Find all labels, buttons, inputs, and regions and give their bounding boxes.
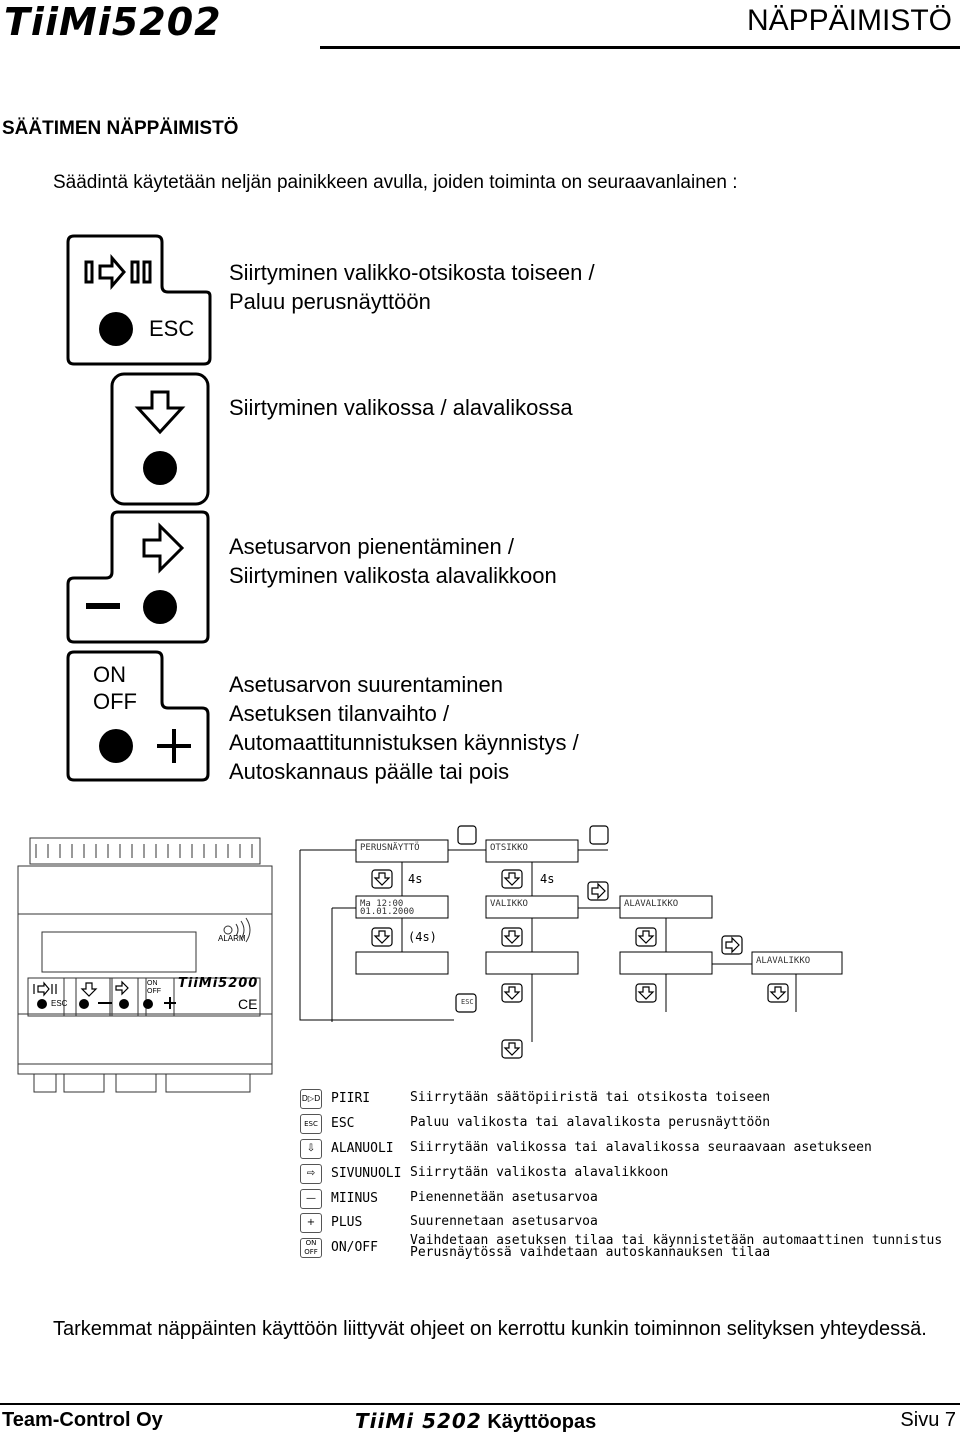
flow-alavalikko: ALAVALIKKO [756, 956, 811, 966]
legend-description: Vaihdetaan asetuksen tilaa tai käynniste… [410, 1233, 943, 1260]
device-esc-label: ESC [51, 999, 68, 1008]
legend-description: Pienennetään asetusarvoa [410, 1190, 598, 1205]
legend-description: Suurennetaan asetusarvoa [410, 1214, 598, 1229]
ce-mark: CE [238, 996, 258, 1012]
down-arrow-key-icon [110, 372, 210, 506]
section-title: SÄÄTIMEN NÄPPÄIMISTÖ [2, 118, 239, 139]
esc-icon: ESC [300, 1114, 322, 1134]
footer-divider [0, 1403, 960, 1405]
on-off-icon: ON OFF [300, 1238, 322, 1258]
legend-description-line: Perusnäytössä vaihdetaan autoskannauksen… [410, 1245, 771, 1260]
legend-name: ON/OFF [331, 1240, 378, 1255]
device-off-label: OFF [147, 988, 161, 995]
on-off-plus-key-icon [66, 650, 210, 782]
flow-alavalikko: ALAVALIKKO [624, 899, 679, 909]
flow-hold-4s: (4s) [408, 930, 437, 944]
legend-name: ESC [331, 1116, 355, 1131]
right-arrow-icon: ⇨ [300, 1164, 322, 1184]
off-key-label: OFF [93, 689, 137, 714]
key-diagram [66, 234, 212, 782]
legend-name: PIIRI [331, 1091, 371, 1106]
legend-description-line: Vaihdetaan asetuksen tilaa tai käynniste… [410, 1233, 943, 1248]
device-brand-logo: TiiMi5200 [178, 976, 259, 991]
description-line: Autoskannaus päälle tai pois [229, 759, 510, 784]
plus-icon: + [300, 1213, 322, 1233]
legend-description: Paluu valikosta tai alavalikosta perusnä… [410, 1115, 771, 1130]
description-line: Automaattitunnistuksen käynnistys / [229, 730, 579, 755]
legend-name: MIINUS [331, 1191, 378, 1206]
esc-key-icon [66, 234, 212, 366]
header-divider [320, 46, 960, 49]
description-line: Siirtyminen valikossa / alavalikossa [229, 395, 573, 420]
footer-note: Tarkemmat näppäinten käyttöön liittyvät … [53, 1318, 927, 1340]
plus-key-description: Asetusarvon suurentaminen Asetuksen tila… [229, 670, 579, 786]
description-line: Siirtyminen valikosta alavalikkoon [229, 563, 557, 588]
device-illustration [17, 837, 273, 1093]
on-key-label: ON [93, 662, 126, 687]
company-name: Team-Control Oy [2, 1409, 163, 1431]
flow-date-line: Ma 12:00 [360, 899, 404, 909]
description-line: Asetusarvon suurentaminen [229, 672, 503, 697]
flow-perusnaytto: PERUSNÄYTTÖ [360, 843, 420, 853]
description-line: Asetusarvon pienentäminen / [229, 534, 514, 559]
flow-hold-4s: 4s [540, 872, 555, 886]
flow-date-line: 01.01.2000 [360, 907, 415, 917]
page-title: NÄPPÄIMISTÖ [746, 4, 952, 37]
legend-description: Siirrytään valikossa tai alavalikossa se… [410, 1140, 872, 1155]
intro-text: Säädintä käytetään neljän painikkeen avu… [53, 172, 738, 193]
legend-description: Siirrytään säätöpiiristä tai otsikosta t… [410, 1090, 771, 1105]
description-line: Asetuksen tilanvaihto / [229, 701, 450, 726]
down-key-description: Siirtyminen valikossa / alavalikossa [229, 393, 573, 422]
flow-esc: ESC [461, 998, 474, 1006]
page-number: Sivu 7 [900, 1409, 956, 1431]
legend-name: ALANUOLI [331, 1141, 394, 1156]
manual-brand: TiiMi 5202 [355, 1409, 482, 1433]
legend-description: Siirrytään valikosta alavalikkoon [410, 1165, 669, 1180]
description-line: Siirtyminen valikko-otsikosta toiseen / [229, 260, 595, 285]
legend-name: PLUS [331, 1215, 363, 1230]
menu-flow-diagram [299, 825, 843, 1059]
right-key-description: Asetusarvon pienentäminen / Siirtyminen … [229, 532, 557, 590]
device-on-label: ON [147, 980, 158, 987]
alarm-label: ALARM [218, 934, 246, 943]
piiri-icon: D▷D [300, 1089, 322, 1109]
header-logo: TiiMi5202 [4, 0, 222, 44]
flow-hold-4s: 4s [408, 872, 423, 886]
flow-valikko: VALIKKO [490, 899, 528, 909]
flow-otsikko: OTSIKKO [490, 843, 528, 853]
esc-key-description: Siirtyminen valikko-otsikosta toiseen / … [229, 258, 595, 316]
down-arrow-icon: ⇩ [300, 1139, 322, 1159]
description-line: Paluu perusnäyttöön [229, 289, 431, 314]
manual-word: Käyttöopas [487, 1411, 597, 1433]
right-arrow-minus-key-icon [66, 510, 210, 644]
esc-key-label: ESC [149, 316, 195, 341]
manual-title: TiiMi 5202 Käyttöopas [355, 1409, 596, 1434]
legend-name: SIVUNUOLI [331, 1166, 402, 1181]
minus-icon: — [300, 1189, 322, 1209]
